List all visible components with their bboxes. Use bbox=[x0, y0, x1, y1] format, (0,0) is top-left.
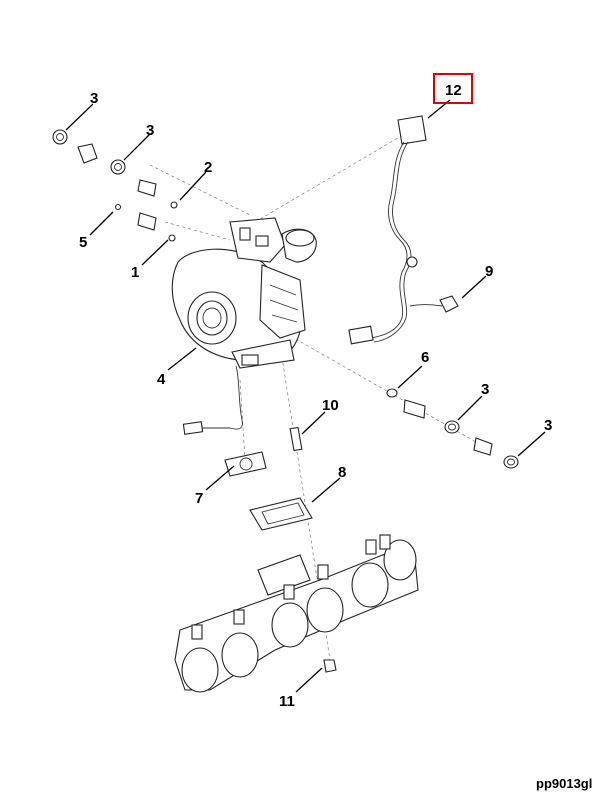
callout-12: 12 bbox=[445, 82, 462, 99]
callout-9: 9 bbox=[485, 263, 493, 280]
callout-10: 10 bbox=[322, 397, 339, 414]
callout-8: 8 bbox=[338, 464, 346, 481]
wiring-harness bbox=[348, 115, 459, 345]
callout-5: 5 bbox=[79, 234, 87, 251]
callout-12-highlight-box bbox=[433, 73, 473, 104]
callout-2: 2 bbox=[204, 159, 212, 176]
callout-6: 6 bbox=[421, 349, 429, 366]
callout-4: 4 bbox=[157, 371, 166, 388]
callout-leaders bbox=[65, 99, 546, 693]
turbocharger-assembly bbox=[171, 217, 317, 435]
exhaust-manifold bbox=[174, 534, 419, 693]
callout-3: 3 bbox=[481, 381, 489, 398]
callout-7: 7 bbox=[195, 490, 203, 507]
callout-3: 3 bbox=[90, 90, 98, 107]
callout-11: 11 bbox=[279, 693, 295, 710]
reference-code: pp9013gl bbox=[536, 776, 592, 791]
callout-1: 1 bbox=[131, 264, 139, 281]
callout-3: 3 bbox=[146, 122, 154, 139]
callout-labels: 3 3 2 5 1 4 12 9 6 3 3 10 7 8 11 bbox=[79, 73, 552, 710]
gaskets-and-stud bbox=[224, 426, 313, 531]
callout-3: 3 bbox=[544, 417, 552, 434]
sensor-parts-right bbox=[386, 388, 519, 469]
sensor-parts-upper-left bbox=[52, 129, 178, 242]
